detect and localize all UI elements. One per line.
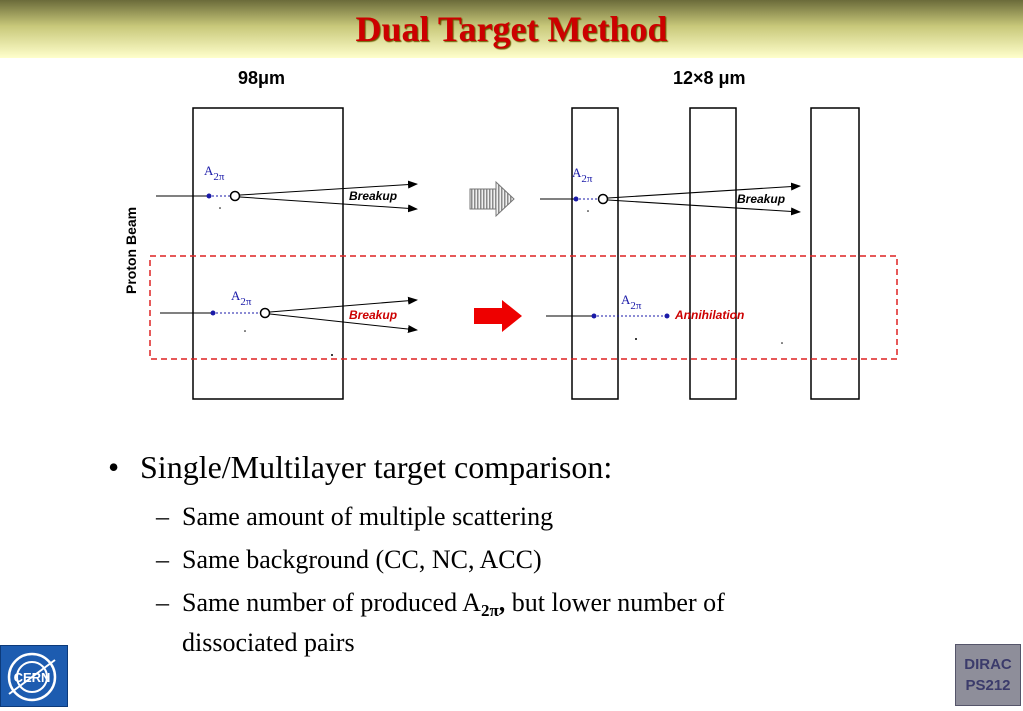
dual-target-diagram: 98μm 12×8 μm Proton Beam A2π Breakup A2π… — [123, 68, 898, 400]
sub-bullet-dash: – — [156, 545, 169, 574]
bullet-list: • Single/Multilayer target comparison: –… — [108, 447, 928, 659]
main-bullet-text: Single/Multilayer target comparison: — [140, 449, 613, 485]
sub-bullet-2-text: Same background (CC, NC, ACC) — [182, 545, 542, 574]
cern-logo-graphic: CERN — [7, 652, 57, 702]
dirac-logo-line1: DIRAC — [964, 656, 1012, 673]
multi-target-thickness-label: 12×8 μm — [673, 68, 746, 88]
single-target-breakup-event: A2π Breakup — [156, 163, 418, 213]
red-transition-arrow — [474, 300, 522, 332]
sub-bullet-3-subscript: 2π — [480, 601, 499, 620]
multi-target-annihilation-event: A2π Annihilation — [546, 292, 744, 322]
speck — [587, 210, 589, 212]
annihilation-label: Annihilation — [674, 308, 744, 322]
sub-bullet-3-prefix: Same number of produced A — [182, 588, 481, 617]
highlight-dashed-box — [149, 255, 898, 360]
proton-beam-label: Proton Beam — [123, 207, 139, 294]
title-bar — [0, 0, 1023, 58]
sub-bullet-3-comma: , — [498, 588, 506, 617]
multi-target-breakup-event: A2π Breakup — [540, 165, 801, 216]
multi-target-foil-3 — [810, 107, 860, 400]
dirac-logo-line2: PS212 — [965, 677, 1011, 694]
breakup-label-top-right: Breakup — [737, 192, 785, 206]
sub-bullet-3: – Same number of produced A2π, but lower… — [108, 587, 928, 659]
sub-bullet-1: – Same amount of multiple scattering — [108, 501, 928, 533]
dirac-logo: DIRAC PS212 — [955, 644, 1021, 706]
sub-bullet-3-suffix: but lower number of — [505, 588, 725, 617]
multi-target-foil-1 — [571, 107, 619, 400]
multi-target-foil-2 — [689, 107, 737, 400]
single-target-thickness-label: 98μm — [238, 68, 285, 88]
atom-label-top-left: A2π — [204, 163, 225, 183]
sub-bullet-2: – Same background (CC, NC, ACC) — [108, 544, 928, 576]
breakup-label-top-left: Breakup — [349, 189, 397, 203]
single-target-foil — [192, 107, 344, 400]
cern-logo: CERN — [0, 645, 68, 707]
speck — [219, 207, 221, 209]
slide-title: Dual Target Method — [355, 9, 668, 49]
sub-bullet-dash: – — [156, 502, 169, 531]
sub-bullet-1-text: Same amount of multiple scattering — [182, 502, 554, 531]
single-target-breakup-event-bottom: A2π Breakup — [160, 288, 418, 334]
cern-logo-text: CERN — [14, 670, 51, 685]
atom-label-bottom-right: A2π — [621, 292, 642, 312]
sub-bullet-3-line2: dissociated pairs — [182, 628, 355, 657]
speck — [244, 330, 246, 332]
main-bullet: • Single/Multilayer target comparison: — [108, 447, 928, 487]
speck — [331, 354, 333, 356]
speck — [781, 342, 783, 344]
atom-label-bottom-left: A2π — [231, 288, 252, 308]
sub-bullet-dash: – — [156, 588, 169, 617]
breakup-label-bottom-left: Breakup — [349, 308, 397, 322]
bullet-dot: • — [108, 449, 120, 485]
atom-label-top-right: A2π — [572, 165, 593, 185]
hatched-transition-arrow — [469, 180, 515, 218]
speck — [635, 338, 637, 340]
